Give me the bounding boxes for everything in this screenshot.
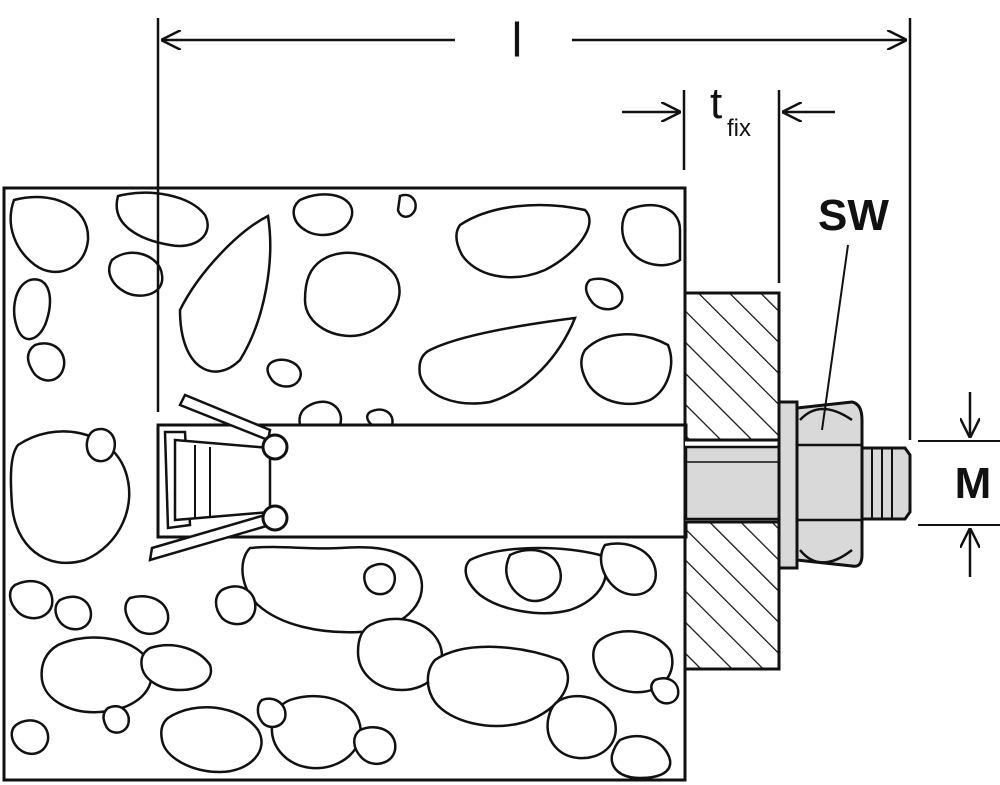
length-dimension: l	[156, 15, 912, 440]
aggregate-stones	[8, 191, 682, 780]
hex-nut	[795, 400, 864, 568]
fixture-thickness-dimension: t fix	[622, 79, 835, 283]
expansion-sleeve	[148, 393, 289, 562]
thread-label: M	[955, 459, 992, 508]
wrench-size-label: SW	[818, 191, 889, 240]
tfix-label-sub: fix	[727, 115, 751, 142]
threaded-end	[860, 446, 912, 521]
tfix-label-main: t	[710, 79, 722, 128]
thread-dimension: M	[918, 392, 1000, 577]
washer	[777, 400, 799, 570]
wrench-size-callout: SW	[818, 191, 889, 431]
bolt-shaft	[684, 445, 796, 521]
length-label: l	[512, 15, 523, 68]
